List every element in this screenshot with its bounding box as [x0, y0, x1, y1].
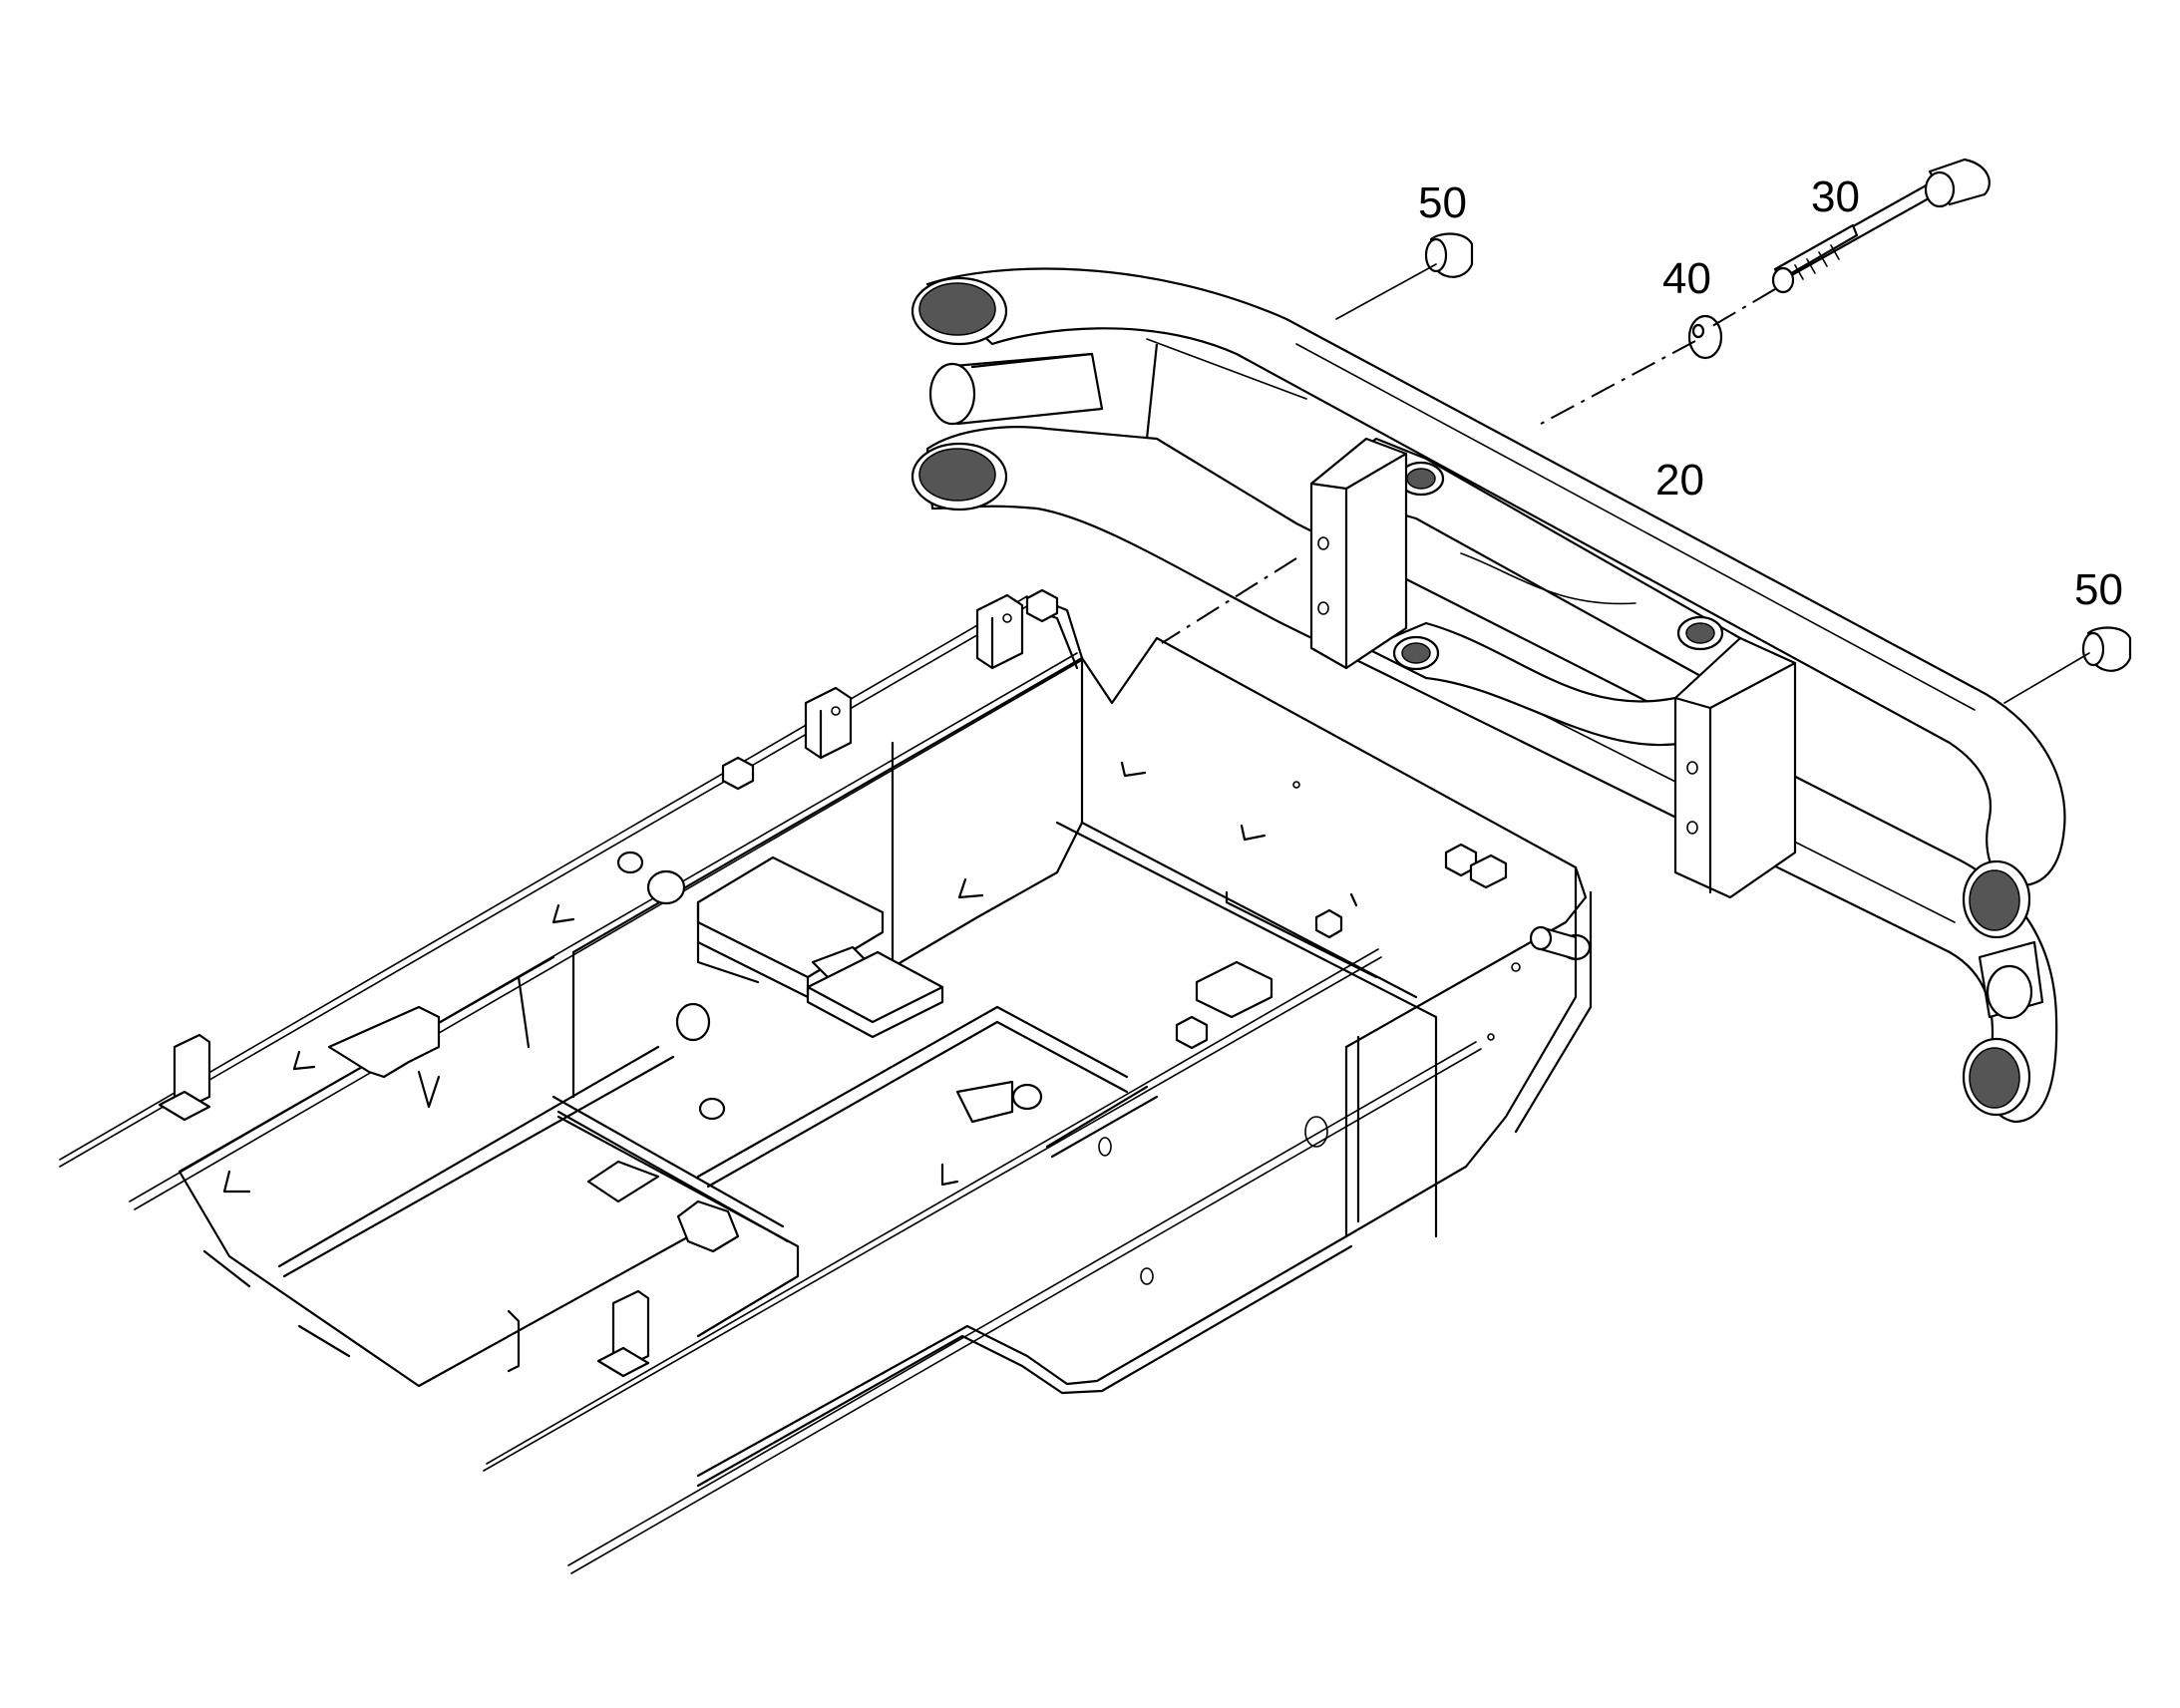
plug-cap [1424, 232, 1474, 278]
frame-hole [1098, 781, 1521, 1285]
bolt [1771, 158, 1991, 294]
tube-end-cap [910, 276, 1104, 512]
rail-bracket [596, 1289, 650, 1378]
leader-lines [1161, 263, 2090, 704]
callout-30: 30 [1811, 172, 1860, 221]
callout-20: 20 [1655, 456, 1704, 505]
chassis-frame [59, 588, 1593, 1574]
clamp-block [1673, 636, 1797, 899]
frame-boss [616, 851, 1592, 1121]
plug-cap [2081, 626, 2132, 672]
rail-bracket [975, 593, 1024, 670]
washer [1687, 314, 1723, 360]
frame-clip [222, 761, 1358, 1194]
rail-bracket [721, 588, 1508, 1050]
callout-50-right: 50 [2074, 565, 2123, 614]
bumper-tube-assembly [910, 267, 2066, 1124]
rail-bracket [804, 686, 853, 760]
clamp-block [1309, 437, 1408, 670]
callout-50-left: 50 [1418, 178, 1467, 227]
rail-bracket [158, 1033, 211, 1122]
tube-end-cap [1962, 859, 2044, 1117]
callout-40: 40 [1662, 254, 1711, 303]
